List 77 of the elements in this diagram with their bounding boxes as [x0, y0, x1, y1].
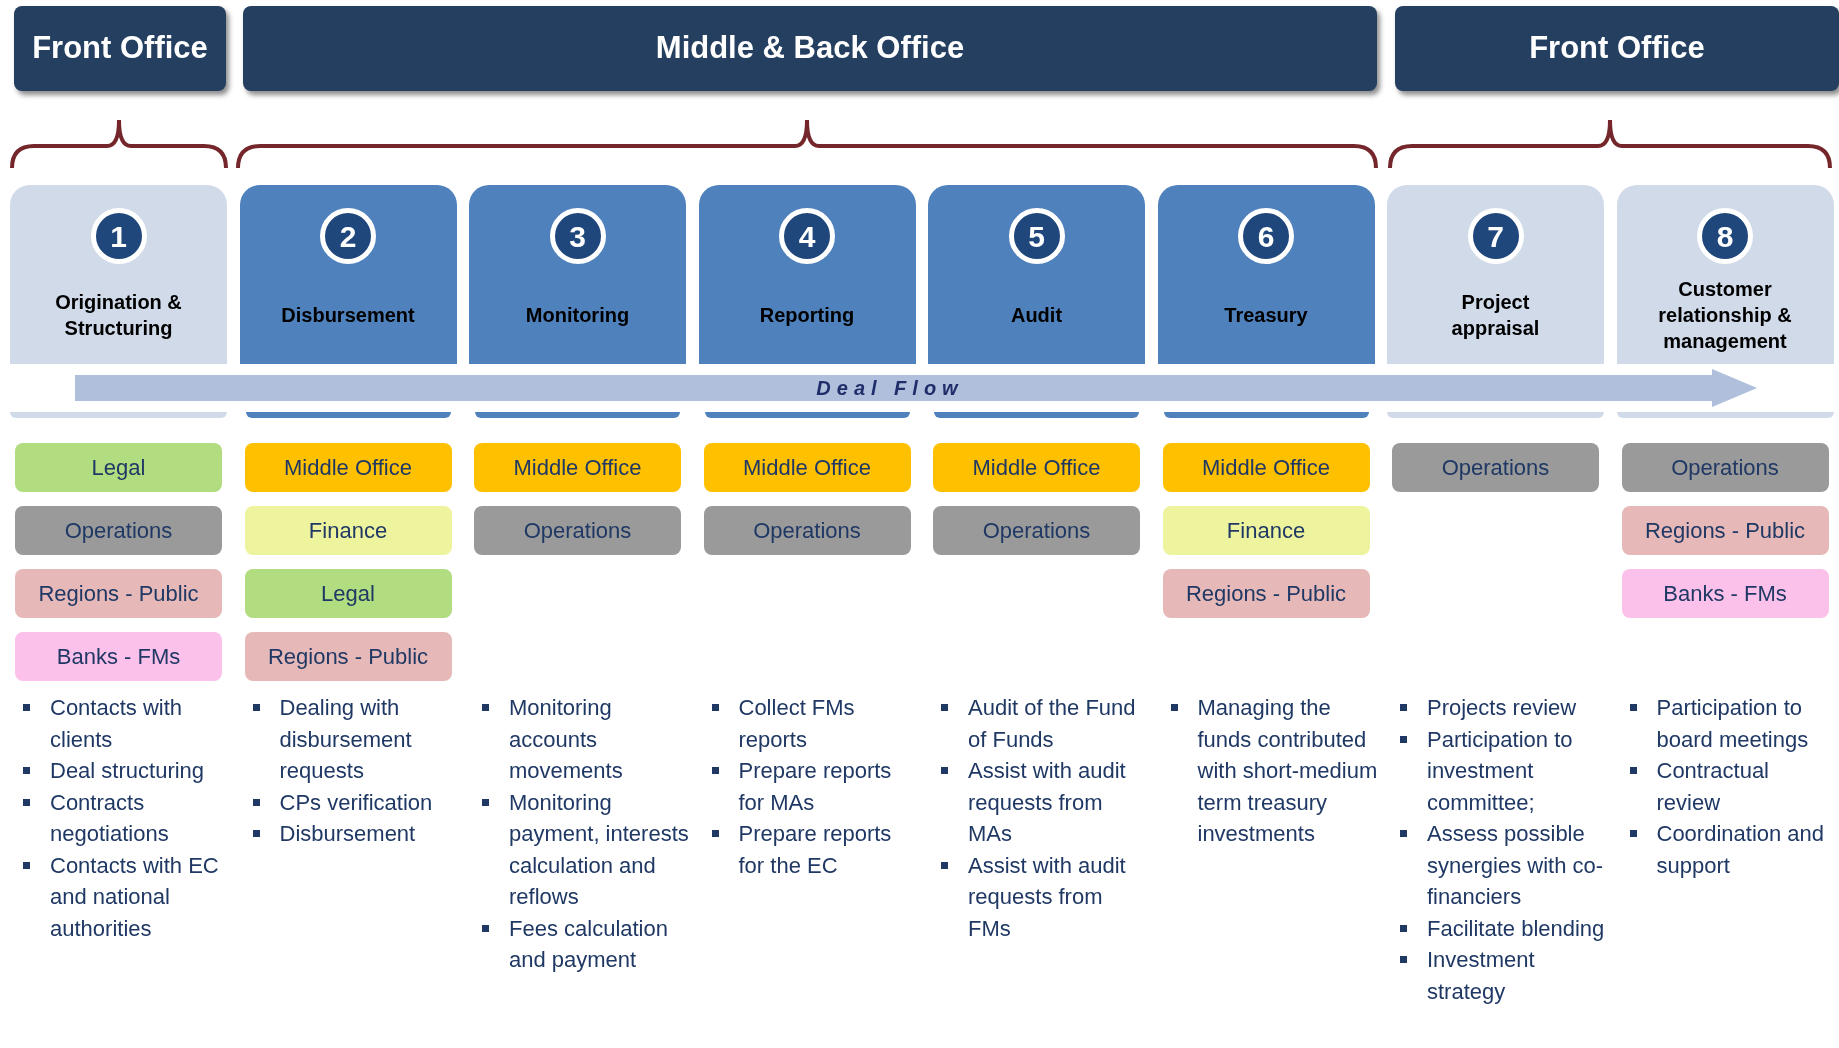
actor-tag: Regions - Public: [1162, 569, 1370, 618]
step-box: [239, 185, 457, 364]
step-title: Reporting: [759, 303, 855, 328]
step-title: Project appraisal: [1450, 290, 1541, 341]
actor-tag: Operations: [1392, 443, 1599, 492]
task-text: Fees calculation and payment: [509, 914, 669, 974]
task-text: Coordination and support: [1656, 820, 1826, 880]
task-text: Contractual review: [1656, 757, 1770, 817]
task-text: Monitoring accounts movements: [509, 694, 624, 785]
deal-flow-label: Deal Flow: [816, 376, 964, 401]
step-box: [469, 185, 686, 364]
actor-tag: Middle Office: [244, 443, 452, 492]
task-text: Projects review: [1427, 694, 1578, 722]
actor-tag: Regions - Public: [15, 569, 222, 618]
task-text: Contacts with EC and national authorities: [50, 851, 220, 943]
step-number: 4: [779, 208, 835, 264]
step-box: [928, 185, 1145, 364]
actor-tag: Operations: [933, 506, 1140, 555]
step-number: 7: [1467, 208, 1524, 264]
step-number: 8: [1697, 208, 1753, 264]
actor-tag: Banks - FMs: [15, 632, 222, 681]
task-text: Managing the funds contributed with short-medium term treasury investments: [1197, 694, 1379, 848]
step-box: [1387, 185, 1604, 364]
actor-tag: Legal: [15, 443, 222, 492]
step-number: 6: [1238, 208, 1294, 264]
actor-tag: Operations: [474, 506, 681, 555]
task-text: Prepare reports for MAs: [738, 757, 893, 817]
step-number: 1: [90, 208, 147, 264]
task-text: Deal structuring: [50, 757, 206, 785]
task-text: Dealing with disbursement requests: [279, 694, 413, 785]
actor-tag: Middle Office: [703, 443, 911, 492]
step-title: Treasury: [1224, 303, 1308, 328]
header-text: Front Office: [32, 29, 208, 68]
step-box: [1616, 185, 1834, 364]
step-number: 2: [320, 208, 376, 264]
task-text: Participation to investment committee;: [1427, 725, 1574, 817]
task-text: CPs verification: [279, 788, 434, 817]
step-number: 3: [549, 208, 606, 264]
task-text: Collect FMs reports: [738, 694, 856, 754]
task-text: Assist with audit requests from MAs: [968, 757, 1127, 848]
actor-tag: Operations: [15, 506, 222, 555]
step-title: Customer relationship & management: [1657, 277, 1793, 354]
header-text: Middle & Back Office: [655, 29, 965, 68]
actor-tag: Finance: [1162, 506, 1370, 555]
task-text: Contacts with clients: [50, 694, 184, 754]
header-band: [243, 6, 1377, 91]
step-box: [1157, 185, 1375, 364]
task-text: Audit of the Fund of Funds: [968, 694, 1137, 754]
step-box: [10, 185, 227, 364]
task-text: Contracts negotiations: [50, 788, 170, 848]
actor-tag: Middle Office: [933, 443, 1140, 492]
header-band: [1395, 6, 1839, 91]
actor-tag: Legal: [244, 569, 452, 618]
task-text: Facilitate blending: [1427, 914, 1606, 943]
step-title: Disbursement: [281, 303, 415, 328]
task-text: Assist with audit requests from FMs: [968, 851, 1127, 943]
step-title: Audit: [1010, 303, 1063, 328]
step-title: Monitoring: [525, 303, 630, 328]
step-number: 5: [1008, 208, 1065, 264]
task-text: Prepare reports for the EC: [738, 820, 893, 880]
actor-tag: Middle Office: [474, 443, 681, 492]
task-text: Disbursement: [279, 820, 417, 848]
task-text: Assess possible synergies with co-financiers: [1427, 820, 1605, 911]
actor-tag: Middle Office: [1162, 443, 1370, 492]
actor-tag: Regions - Public: [1621, 506, 1829, 555]
actor-tag: Finance: [244, 506, 452, 555]
header-text: Front Office: [1529, 29, 1705, 68]
task-text: Monitoring payment, interests calculation and reflows: [509, 788, 690, 911]
actor-tag: Regions - Public: [244, 632, 452, 681]
actor-tag: Operations: [1621, 443, 1829, 492]
task-text: Investment strategy: [1427, 946, 1536, 1006]
header-band: [14, 6, 226, 91]
actor-tag: Operations: [703, 506, 911, 555]
actor-tag: Banks - FMs: [1621, 569, 1829, 618]
task-text: Participation to board meetings: [1656, 694, 1810, 754]
step-box: [698, 185, 916, 364]
step-title: Origination & Structuring: [54, 290, 183, 341]
